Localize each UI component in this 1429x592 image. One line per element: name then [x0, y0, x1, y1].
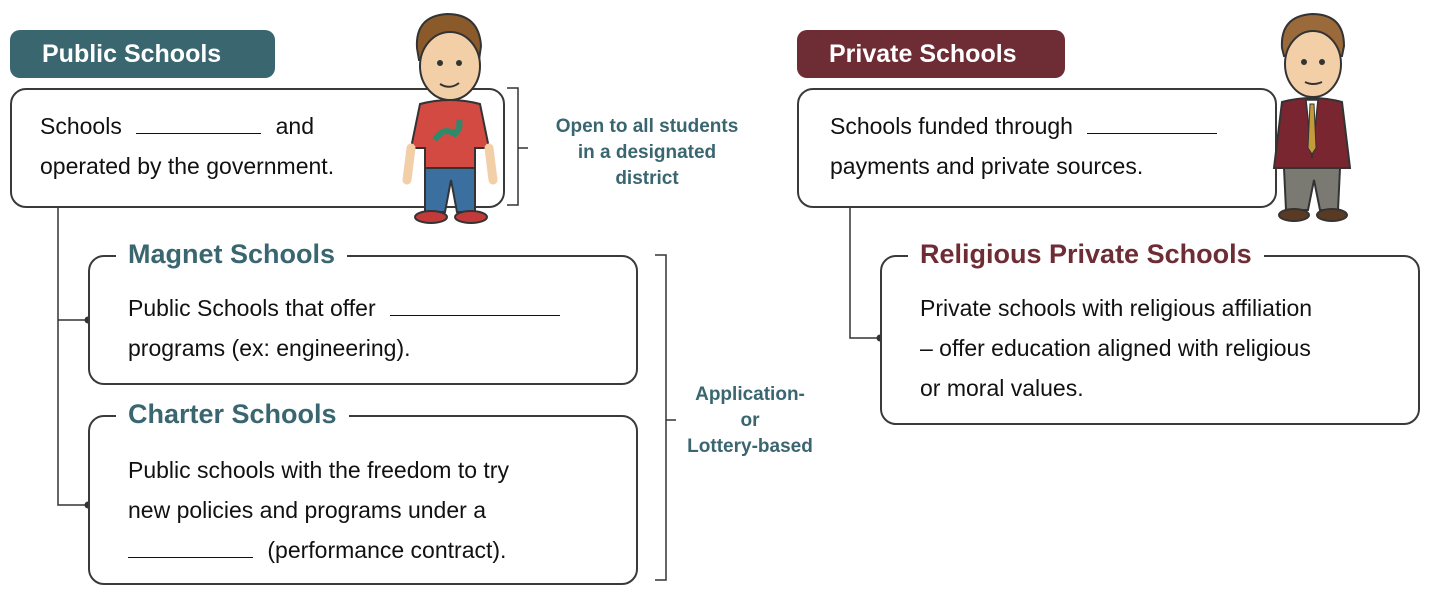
private-desc-line1: Schools funded through [830, 106, 1218, 146]
answer-blank [128, 535, 253, 558]
magnet-line1: Public Schools that offer [128, 288, 560, 328]
religious-line2: – offer education aligned with religious [920, 335, 1311, 361]
private-desc-line2: payments and private sources. [830, 153, 1144, 179]
magnet-schools-box [88, 255, 638, 385]
public-student-illustration [402, 12, 498, 224]
private-schools-box [797, 88, 1277, 208]
charter-line1: Public schools with the freedom to try [128, 457, 509, 483]
charter-schools-title: Charter Schools [116, 399, 349, 430]
private-student-illustration [1272, 12, 1352, 222]
religious-schools-title: Religious Private Schools [908, 239, 1264, 270]
application-note: Application- or Lottery-based [687, 384, 813, 457]
answer-blank [136, 111, 262, 134]
magnet-schools-title: Magnet Schools [116, 239, 348, 270]
religious-line3: or moral values. [920, 375, 1084, 401]
charter-line2: new policies and programs under a [128, 497, 486, 523]
private-schools-header-label: Private Schools [829, 40, 1017, 68]
public-schools-header-label: Public Schools [42, 40, 222, 68]
public-schools-header: Public Schools [10, 30, 275, 78]
charter-schools-box [88, 415, 638, 585]
charter-line3: (performance contract). [128, 530, 506, 570]
public-desc-line2: operated by the government. [40, 153, 335, 179]
public-desc-line1: Schools and [40, 111, 314, 139]
private-schools-header: Private Schools [797, 30, 1065, 78]
answer-blank [390, 293, 560, 316]
magnet-line2: programs (ex: engineering). [128, 335, 411, 361]
open-to-all-note: Open to all students in a designated dis… [555, 116, 739, 189]
religious-line1: Private schools with religious affiliati… [920, 295, 1313, 321]
answer-blank [1087, 111, 1218, 134]
